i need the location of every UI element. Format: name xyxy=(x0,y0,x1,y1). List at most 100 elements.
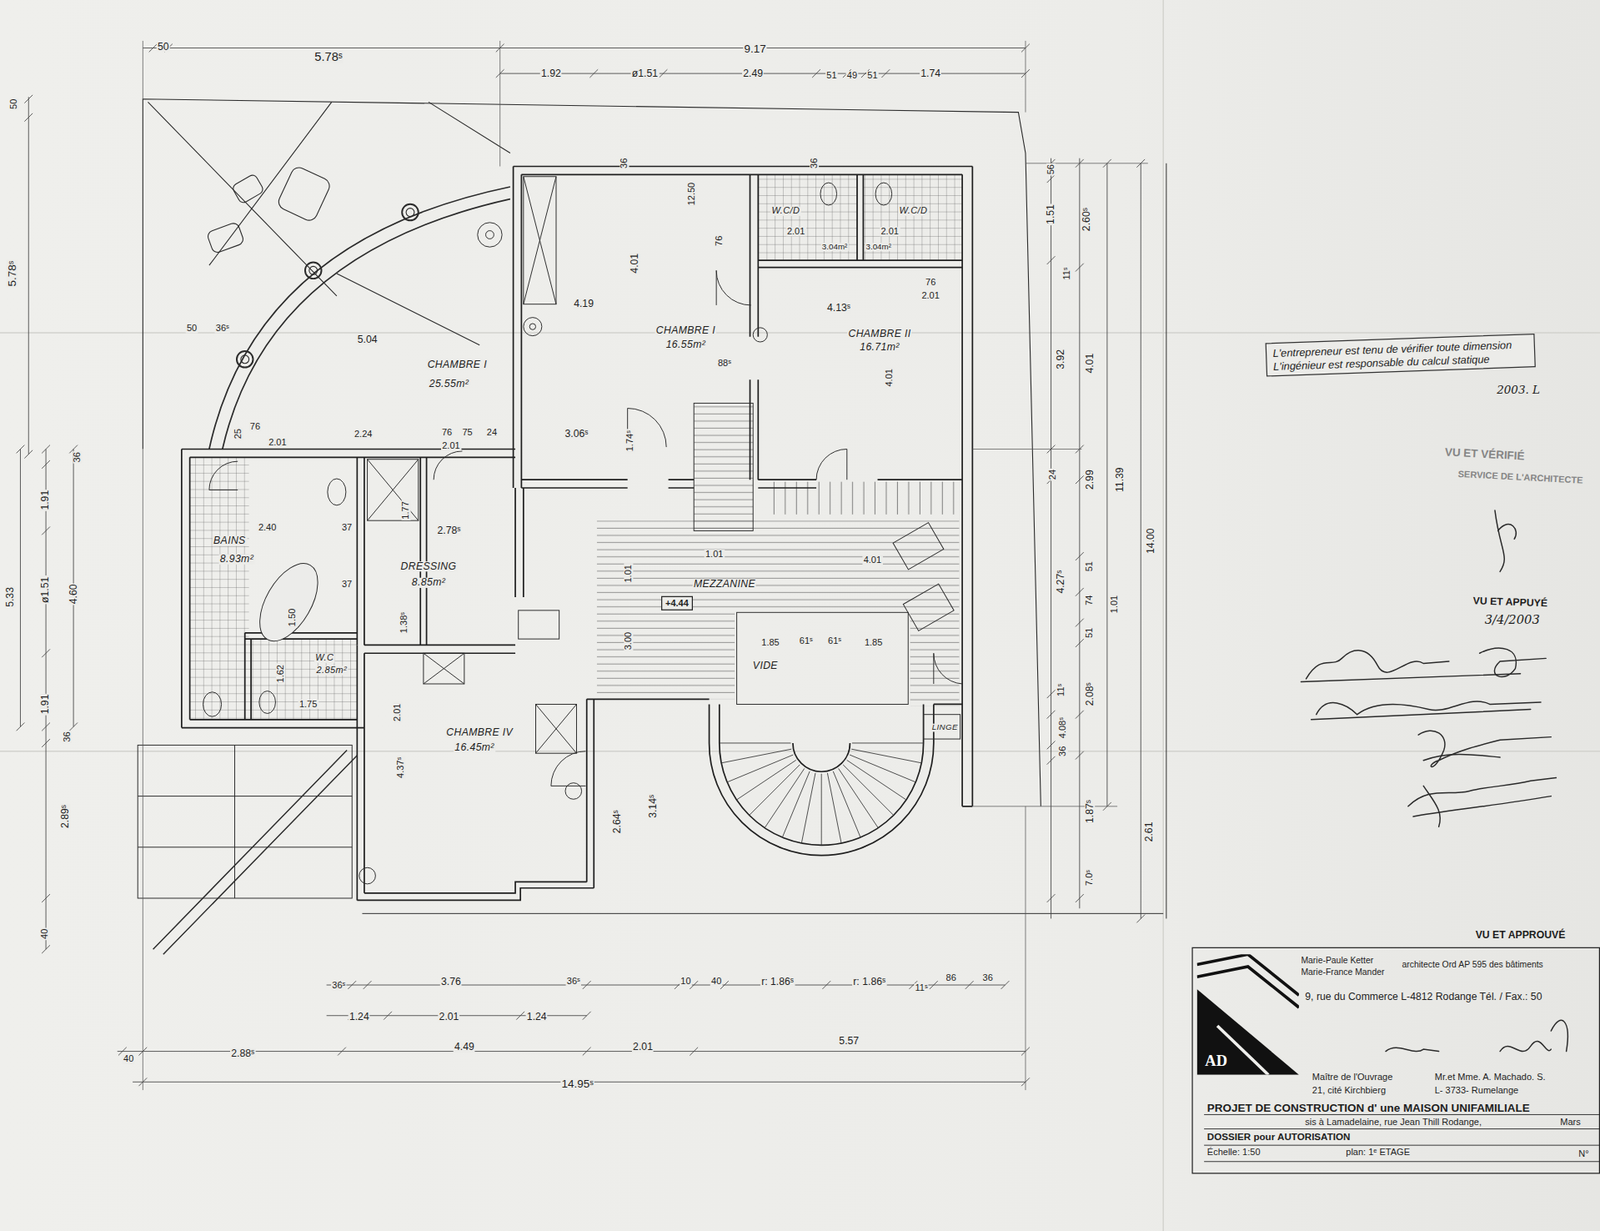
logo-shape xyxy=(1197,988,1300,1075)
dimension-text: 1.62 xyxy=(275,663,286,684)
dimension-line xyxy=(16,445,26,732)
dimension-text: 2.88ˢ xyxy=(230,1048,256,1059)
room-label: CHAMBRE I xyxy=(655,325,718,336)
stamp-text: SERVICE DE L'ARCHITECTE xyxy=(1456,469,1585,486)
dimension-text: 1.01 xyxy=(1109,594,1119,615)
dimension-text: 1.92 xyxy=(540,68,562,79)
dimension-text: 5.04 xyxy=(356,334,378,345)
dimension-text: 11ˢ xyxy=(1063,265,1073,281)
dimension-text: 5.78ˢ xyxy=(313,50,344,64)
dimension-text: 1.24 xyxy=(348,1011,371,1022)
handwritten-note: 3/4/2003 xyxy=(1484,613,1541,627)
title-block-text: Mr.et Mme. A. Machado. S. xyxy=(1434,1072,1546,1083)
dimension-text: 5.57 xyxy=(837,1035,860,1046)
dimension-text: 7.0ˢ xyxy=(1085,868,1095,888)
dimension-text: 11.39 xyxy=(1115,466,1126,493)
dimension-text: 4.27ˢ xyxy=(1056,568,1067,594)
dimension-text: 2.01 xyxy=(437,1011,460,1022)
dimension-text: 3.06ˢ xyxy=(563,428,589,439)
stair-tread xyxy=(842,764,894,816)
room-label: 16.45m² xyxy=(453,742,496,753)
title-block-text: DOSSIER pour AUTORISATION xyxy=(1207,1131,1351,1143)
dimension-text: 40 xyxy=(710,977,723,987)
room-label: CHAMBRE II xyxy=(847,328,913,339)
dimension-text: 40 xyxy=(40,927,50,940)
dimension-text: 1.74 xyxy=(919,68,942,79)
title-block: Marie-Paule KetterMarie-France Manderarc… xyxy=(1191,947,1600,1174)
room-label: 25.55m² xyxy=(428,378,471,389)
dimension-text: 2.49 xyxy=(742,68,764,79)
dimension-text: 4.49 xyxy=(453,1042,476,1053)
floor-hatching xyxy=(190,174,963,720)
dimension-lines xyxy=(16,44,1146,1087)
dimension-text: 2.01 xyxy=(879,226,900,236)
stair-tread xyxy=(801,772,816,843)
dimension-text: 1.38ˢ xyxy=(399,611,409,635)
dimension-text: 1.50 xyxy=(288,606,298,627)
dimension-text: 5.33 xyxy=(5,586,16,608)
dimension-text: 36 xyxy=(1058,744,1069,758)
room-label: W.C xyxy=(314,653,336,663)
dimension-text: ø1.51 xyxy=(631,68,660,79)
dimension-text: 50 xyxy=(156,41,171,52)
dimension-line xyxy=(326,980,1010,989)
room-label: 8.93m² xyxy=(219,554,256,565)
box-text: +4.44 xyxy=(665,597,689,608)
note-box: L'entrepreneur est tenu de vérifier tout… xyxy=(1265,333,1536,377)
stair-tread xyxy=(852,742,924,743)
room-label: CHAMBRE I xyxy=(426,359,488,370)
dimension-text: 51 xyxy=(1085,560,1095,573)
room-label: 2.85m² xyxy=(315,666,348,676)
room-label: CHAMBRE IV xyxy=(445,727,514,738)
dimension-text: 50 xyxy=(185,324,199,334)
dimension-text: 2.01 xyxy=(267,438,288,448)
stair-tread xyxy=(719,742,792,743)
dimension-text: 24 xyxy=(1048,468,1059,482)
dimension-text: 10 xyxy=(679,977,693,987)
dimension-text: 51 xyxy=(1085,626,1095,639)
dimension-text: 2.01 xyxy=(631,1042,654,1053)
dimension-line xyxy=(1103,159,1112,811)
dimension-text: 3.92 xyxy=(1056,348,1067,371)
room-label: BAINS xyxy=(212,536,247,547)
room-label: DRESSING xyxy=(399,561,457,572)
dimension-text: 2.01 xyxy=(393,702,403,723)
dimension-text: 4.01 xyxy=(885,367,895,388)
dimension-text: 11ˢ xyxy=(913,983,929,993)
stamp-text: VU ET VÉRIFIÉ xyxy=(1443,446,1526,462)
dimension-text: 3.76 xyxy=(440,976,462,987)
title-block-text: 21, cité Kirchbierg xyxy=(1312,1085,1386,1096)
room-label: LINGE xyxy=(930,723,959,733)
dimension-line xyxy=(142,44,1030,53)
dimension-text: 74 xyxy=(1085,593,1095,607)
dimension-text: 4.19 xyxy=(572,299,595,310)
dimension-text: 1.91 xyxy=(40,692,51,715)
dimension-text: 14.95ˢ xyxy=(560,1078,595,1089)
stair-tread xyxy=(727,754,793,783)
dimension-text: 40 xyxy=(122,1054,136,1064)
dimension-text: 1.51 xyxy=(1045,203,1056,226)
dimension-text: ø1.51 xyxy=(40,576,51,605)
title-block-text: architecte Ord AP 595 des bâtiments xyxy=(1402,960,1544,970)
dimension-text: 56 xyxy=(1046,163,1056,176)
dimension-line xyxy=(1075,158,1084,909)
dimension-text: 36 xyxy=(619,156,629,170)
dimension-text: 36ˢ xyxy=(331,981,347,991)
dimension-text: 14.00 xyxy=(1145,526,1156,555)
title-block-text: PROJET DE CONSTRUCTION d' une MAISON UNI… xyxy=(1207,1101,1530,1114)
fixtures xyxy=(137,163,1167,954)
dimension-text: 1.85 xyxy=(760,638,781,648)
dimension-text: 2.64ˢ xyxy=(611,808,622,834)
title-block-text: Mars xyxy=(1559,1117,1580,1128)
title-block-text: Marie-France Mander xyxy=(1300,967,1385,977)
dimension-text: 3.04m² xyxy=(821,242,849,251)
dimension-text: 4.13ˢ xyxy=(826,302,852,313)
dimension-text: 61ˢ xyxy=(798,636,814,646)
dimension-text: 1.24 xyxy=(526,1011,548,1022)
dimension-text: 36 xyxy=(809,156,819,170)
dimension-text: 24 xyxy=(486,427,499,437)
dimension-text: 37 xyxy=(341,522,354,532)
stair-tread xyxy=(721,748,792,763)
dimension-text: 2.60ˢ xyxy=(1081,206,1092,232)
dimension-text: 2.99 xyxy=(1084,468,1095,491)
